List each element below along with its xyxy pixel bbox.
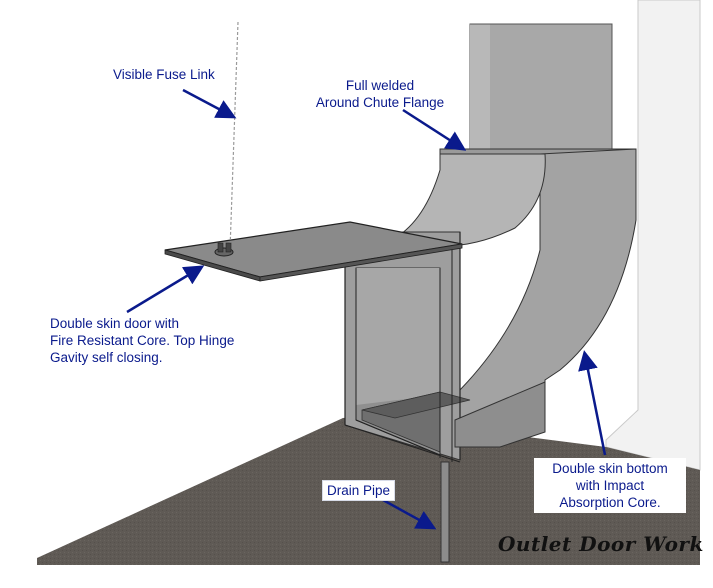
flange-arrow bbox=[402, 108, 467, 151]
bottom-text-2: with Impact bbox=[575, 478, 645, 493]
elbow-bottom bbox=[454, 381, 546, 448]
door-text-3: Gavity self closing. bbox=[50, 350, 163, 365]
bottom-text-3: Absorption Core. bbox=[559, 495, 661, 510]
fuse-link-text: Visible Fuse Link bbox=[113, 67, 215, 82]
bottom-label: Double skin bottom with Impact Absorptio… bbox=[534, 458, 686, 513]
drain-pipe bbox=[440, 461, 450, 563]
drain-pipe-text: Drain Pipe bbox=[327, 483, 391, 498]
flange-text-2: Around Chute Flange bbox=[315, 95, 445, 110]
drain-arrow bbox=[382, 498, 437, 530]
chute-pipe bbox=[469, 23, 613, 155]
bottom-text-1: Double skin bottom bbox=[552, 461, 668, 476]
door-text-1: Double skin door with bbox=[50, 316, 180, 331]
door-arrow bbox=[126, 265, 205, 314]
bottom-arrow bbox=[578, 350, 607, 456]
drain-pipe-label: Drain Pipe bbox=[322, 480, 396, 501]
fuse-link-label: Visible Fuse Link bbox=[113, 66, 215, 83]
door-label: Double skin door with Fire Resistant Cor… bbox=[50, 315, 234, 366]
flange-label: Full welded Around Chute Flange bbox=[300, 77, 460, 111]
elbow-front-face bbox=[393, 153, 546, 247]
caption-text: Outlet Door Work bbox=[498, 532, 704, 556]
fuse-link-wire bbox=[229, 21, 239, 251]
flange-text-1: Full welded bbox=[345, 78, 415, 93]
fuse-link-arrow bbox=[182, 88, 237, 119]
diagram-caption: Outlet Door Work bbox=[498, 532, 704, 556]
door-text-2: Fire Resistant Core. Top Hinge bbox=[50, 333, 235, 348]
